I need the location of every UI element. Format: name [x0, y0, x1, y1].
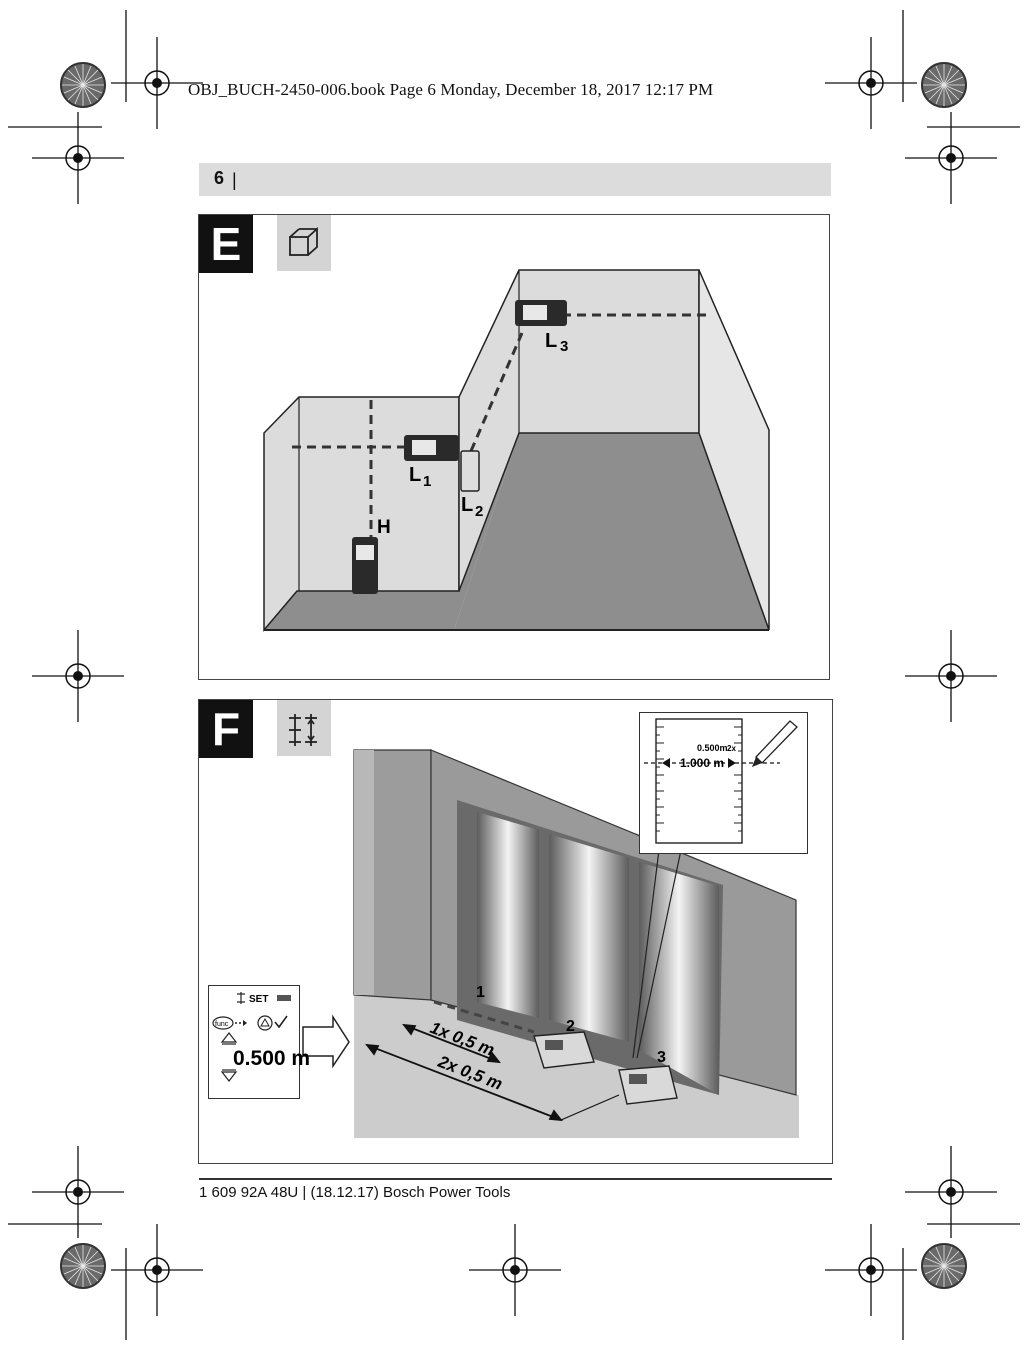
cube-corner-icon: [277, 215, 331, 271]
registration-starburst: [921, 62, 967, 108]
callout-1: 1: [476, 984, 485, 1001]
inset-main-value: 1.000 m: [680, 756, 724, 770]
inset-top-suffix: 2x: [727, 744, 736, 753]
registration-starburst: [921, 1243, 967, 1289]
battery-icon: [277, 995, 291, 1001]
device-display-inset: SET func 0.500 m: [208, 985, 310, 1099]
display-value: 0.500 m: [233, 1047, 310, 1070]
label-l2: L: [461, 494, 473, 516]
figure-f-letter: F: [199, 700, 253, 758]
callout-2: 2: [566, 1018, 575, 1035]
label-l2-sub: 2: [475, 503, 483, 520]
device-position-2: [533, 1031, 595, 1069]
device-l1: [404, 435, 459, 461]
func-button-icon: func: [212, 1016, 247, 1030]
window-pane-3: [639, 862, 719, 1095]
footer-text: 1 609 92A 48U | (18.12.17) Bosch Power T…: [199, 1184, 511, 1201]
dimension-arrows: [365, 1023, 620, 1122]
display-set-label: SET: [249, 994, 268, 1005]
stakeout-marker-icon: [277, 700, 331, 756]
confirm-check-icon: [257, 1015, 288, 1031]
figure-f-panel: F: [198, 699, 833, 1164]
laser-lines: [292, 313, 709, 537]
page-header-band: [199, 163, 831, 196]
callout-3: 3: [657, 1049, 666, 1066]
device-position-3: [618, 1065, 678, 1105]
label-h: H: [377, 517, 391, 538]
tape-readout-inset: 0.500m 2x 1.000 m: [639, 712, 808, 854]
device-l3: [515, 300, 567, 326]
print-slug-header: OBJ_BUCH-2450-006.book Page 6 Monday, De…: [188, 80, 714, 99]
device-l2: [460, 450, 480, 492]
label-l1-sub: 1: [423, 473, 431, 490]
registration-crosshair: [904, 629, 998, 723]
registration-crosshair: [31, 629, 125, 723]
arrow-right-icon: [302, 1014, 350, 1069]
label-l3-sub: 3: [560, 338, 568, 355]
room-volume-illustration: L 3 L 1 L 2 H: [263, 269, 770, 633]
laser-line: [433, 1000, 535, 1034]
room-floor-back: [454, 433, 769, 630]
device-h: [352, 537, 378, 594]
page-number: 6: [214, 168, 225, 188]
footer-rule: [199, 1178, 832, 1180]
page-number-separator: |: [232, 170, 237, 190]
crop-marks: [8, 10, 1020, 1340]
down-triangle-icon: [220, 1069, 238, 1082]
svg-text:func: func: [215, 1021, 229, 1028]
pencil-icon: [752, 720, 798, 767]
label-l1: L: [409, 464, 421, 486]
registration-crosshair: [31, 111, 125, 205]
room-floor-front: [264, 433, 519, 630]
registration-crosshair: [110, 1223, 204, 1317]
label-l3: L: [545, 330, 557, 352]
registration-starburst: [60, 1243, 106, 1289]
window-pane-2: [549, 834, 629, 1042]
floor: [354, 995, 799, 1138]
inset-top-value: 0.500m: [697, 743, 728, 753]
figure-e-letter: E: [199, 215, 253, 273]
window-pane-1: [477, 812, 539, 1018]
registration-crosshair: [468, 1223, 562, 1317]
up-triangle-icon: [220, 1032, 238, 1045]
figure-e-panel: E: [198, 214, 830, 680]
registration-crosshair: [904, 111, 998, 205]
registration-starburst: [60, 62, 106, 108]
stakeout-illustration: 1 2 3 1x 0,5 m 2x 0,5 m: [302, 749, 799, 1138]
